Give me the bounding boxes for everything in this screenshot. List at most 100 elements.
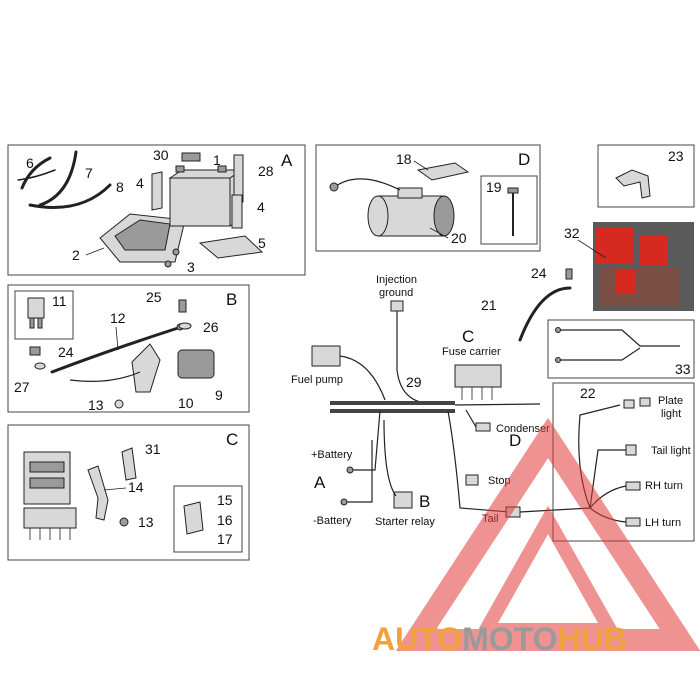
label-3: 3 xyxy=(187,259,195,275)
label-4b: 4 xyxy=(257,199,265,215)
label-plus-battery: +Battery xyxy=(311,449,353,461)
inset-19 xyxy=(480,175,538,245)
panel-b-letter: B xyxy=(226,290,237,309)
cable-21 xyxy=(518,286,572,342)
label-33: 33 xyxy=(675,361,691,377)
panel-23: 23 xyxy=(597,144,695,208)
label-22: 22 xyxy=(580,385,596,401)
label-12: 12 xyxy=(110,310,126,326)
label-5: 5 xyxy=(258,235,266,251)
panel-23-frame xyxy=(597,144,695,208)
fuse-carrier xyxy=(454,364,502,388)
connector-d-letter: D xyxy=(509,431,521,450)
panel-c-frame xyxy=(7,424,250,561)
label-rh-turn: RH turn xyxy=(645,480,683,492)
label-20: 20 xyxy=(451,230,467,246)
condenser xyxy=(475,422,491,432)
panel-c-letter: C xyxy=(226,430,238,449)
clip-23 xyxy=(615,169,651,199)
label-32: 32 xyxy=(564,225,580,241)
watermark-auto: AUTO xyxy=(372,621,462,657)
label-15: 15 xyxy=(217,492,233,508)
pin-25 xyxy=(178,299,187,313)
label-29: 29 xyxy=(406,374,422,390)
label-31: 31 xyxy=(145,441,161,457)
label-28: 28 xyxy=(258,163,274,179)
label-2: 2 xyxy=(72,247,80,263)
label-tail-light: Tail light xyxy=(651,445,691,457)
label-condenser: Condenser xyxy=(496,423,550,435)
bracket-10 xyxy=(131,343,161,393)
nut-13 xyxy=(114,399,124,409)
label-ground: ground xyxy=(379,287,413,299)
panel-a-letter: A xyxy=(281,151,293,170)
cable-8 xyxy=(28,183,112,209)
watermark-text: AUTOMOTOHUB xyxy=(372,621,627,657)
label-19: 19 xyxy=(486,179,502,195)
washer-26 xyxy=(178,322,192,330)
plate-5 xyxy=(198,235,264,259)
relay-9 xyxy=(177,349,215,379)
watermark-triangle-icon xyxy=(395,417,700,651)
label-26: 26 xyxy=(203,319,219,335)
label-1: 1 xyxy=(213,152,221,168)
starter-relay-connector xyxy=(393,491,413,509)
label-18: 18 xyxy=(396,151,412,167)
watermark-logo xyxy=(395,417,700,651)
bolt-24 xyxy=(29,346,41,356)
label-24-top: 24 xyxy=(531,265,547,281)
watermark-moto: MOTO xyxy=(462,621,557,657)
label-8: 8 xyxy=(116,179,124,195)
cable-12 xyxy=(50,326,180,374)
ground-cable-21: 24 21 xyxy=(481,265,573,342)
cable-6 xyxy=(38,150,78,207)
fuel-pump-connector xyxy=(311,345,341,367)
label-minus-battery: -Battery xyxy=(313,515,352,527)
screw-13 xyxy=(119,517,129,527)
cable-7 xyxy=(20,156,52,190)
washer-27 xyxy=(34,362,46,370)
label-starter-relay: Starter relay xyxy=(375,516,435,528)
label-27: 27 xyxy=(14,379,30,395)
label-fuse-carrier: Fuse carrier xyxy=(442,346,501,358)
label-16: 16 xyxy=(217,512,233,528)
label-21: 21 xyxy=(481,297,497,313)
main-harness: Injection ground Fuel pump 29 Fuse carri… xyxy=(291,274,591,528)
label-25: 25 xyxy=(146,289,162,305)
label-7: 6 xyxy=(26,155,34,171)
strip-28 xyxy=(233,154,244,203)
fuse-inset-11 xyxy=(14,290,74,340)
watermark-hub: HUB xyxy=(557,621,626,657)
label-24: 24 xyxy=(58,344,74,360)
plate-18 xyxy=(416,162,470,181)
panel-d: D 18 20 19 xyxy=(315,144,541,252)
panel-a: A 6 7 8 2 3 1 4 30 28 4 xyxy=(7,144,306,276)
photo-32: 32 xyxy=(564,222,694,311)
bolt-30 xyxy=(181,152,201,162)
label-17: 17 xyxy=(217,531,233,547)
label-14: 14 xyxy=(128,479,144,495)
panel-c: C 31 14 13 15 16 17 xyxy=(7,424,250,561)
battery xyxy=(169,177,231,227)
pad-4-right xyxy=(231,194,243,229)
panel-d-frame xyxy=(315,144,541,252)
panel-33-frame xyxy=(547,319,695,379)
connector-a-letter: A xyxy=(314,473,326,492)
label-plate: Plate xyxy=(658,395,683,407)
connector-b-letter: B xyxy=(419,492,430,511)
label-6: 7 xyxy=(85,165,93,181)
label-30: 30 xyxy=(153,147,169,163)
label-23: 23 xyxy=(668,148,684,164)
label-10: 10 xyxy=(178,395,194,411)
label-13b: 13 xyxy=(88,397,104,413)
label-fuel-pump: Fuel pump xyxy=(291,374,343,386)
panel-b-frame xyxy=(7,284,250,413)
label-4a: 4 xyxy=(136,175,144,191)
label-injection: Injection xyxy=(376,274,417,286)
panel-b: B 11 12 25 26 24 27 10 9 13 xyxy=(7,284,250,413)
label-plate-light: light xyxy=(661,408,681,420)
pad-4-left xyxy=(151,171,163,211)
bracket-14 xyxy=(87,465,109,521)
label-lh-turn: LH turn xyxy=(645,517,681,529)
label-9: 9 xyxy=(215,387,223,403)
